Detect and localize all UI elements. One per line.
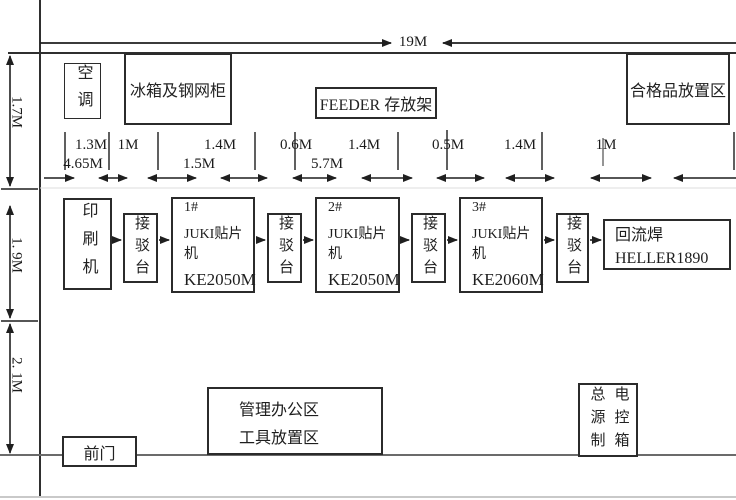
conveyor-label: 接驳台 <box>133 215 149 281</box>
qualified-products-area-label: 合格品放置区 <box>629 83 726 100</box>
spacing-label: 4.65M <box>63 156 103 172</box>
printer-box: 印刷机 <box>63 198 112 290</box>
feeder-rack-box: FEEDER 存放架 <box>315 87 437 119</box>
main-power-control-box: 总源制 电控箱 <box>578 383 638 457</box>
left-dimension-column <box>1 55 38 454</box>
office-tools-area-box: 管理办公区 工具放置区 <box>207 387 383 455</box>
spacing-label: 0.6M <box>279 137 313 153</box>
conveyor-box-3: 接驳台 <box>411 213 446 283</box>
left-height-label-3: 2. 1M <box>8 357 25 393</box>
front-door-box: 前门 <box>62 436 137 467</box>
spacing-ticks <box>64 130 735 170</box>
management-office-label: 管理办公区 <box>238 402 319 419</box>
fridge-stencil-cabinet-box: 冰箱及钢网柜 <box>124 53 232 125</box>
spacing-label: 1.4M <box>203 137 237 153</box>
conveyor-box-4: 接驳台 <box>556 213 589 283</box>
qualified-products-area-box: 合格品放置区 <box>626 53 730 125</box>
spacing-label: 1M <box>595 137 617 153</box>
placement-machine-1-box: 1# JUKI贴片机 KE2050M <box>171 197 256 293</box>
left-height-label-1: 1.7M <box>8 95 25 129</box>
spacing-label: 5.7M <box>310 156 344 172</box>
conveyor-label: 接驳台 <box>421 215 437 281</box>
conveyor-label: 接驳台 <box>277 215 293 281</box>
left-height-label-2: 1. 9M <box>8 237 25 273</box>
main-power-label-col-right: 电控箱 <box>612 385 629 455</box>
machine-number: 2# <box>328 200 342 215</box>
machine-model: KE2050M <box>184 270 256 289</box>
fridge-stencil-cabinet-label: 冰箱及钢网柜 <box>129 83 226 100</box>
main-power-label-col-left: 总源制 <box>588 385 605 455</box>
air-conditioner-label: 空调 <box>74 64 92 118</box>
machine-number: 1# <box>184 200 198 215</box>
spacing-label: 1.4M <box>347 137 381 153</box>
conveyor-box-2: 接驳台 <box>267 213 302 283</box>
machine-model: KE2050M <box>328 270 400 289</box>
conveyor-box-1: 接驳台 <box>123 213 158 283</box>
spacing-label: 0.5M <box>431 137 465 153</box>
conveyor-label: 接驳台 <box>565 215 581 281</box>
placement-machine-3-box: 3# JUKI贴片机 KE2060M <box>459 197 544 293</box>
machine-name: JUKI贴片机 <box>184 227 243 262</box>
placement-machine-2-box: 2# JUKI贴片机 KE2050M <box>315 197 400 293</box>
printer-label: 印刷机 <box>79 202 97 286</box>
machine-number: 3# <box>472 200 486 215</box>
machine-name: JUKI贴片机 <box>328 227 387 262</box>
air-conditioner-box: 空调 <box>64 63 101 119</box>
tool-storage-label: 工具放置区 <box>238 430 319 447</box>
reflow-oven-model: HELLER1890 <box>615 250 709 267</box>
total-width-label: 19M <box>398 34 428 50</box>
reflow-oven-box: 回流焊 HELLER1890 <box>603 219 731 270</box>
spacing-label: 1.3M <box>74 137 108 153</box>
spacing-label: 1.4M <box>503 137 537 153</box>
machine-model: KE2060M <box>472 270 544 289</box>
front-door-label: 前门 <box>83 445 116 463</box>
spacing-label: 1.5M <box>182 156 216 172</box>
reflow-oven-name: 回流焊 <box>615 227 664 244</box>
feeder-rack-label: FEEDER 存放架 <box>319 97 433 114</box>
spacing-label: 1M <box>117 137 139 153</box>
machine-name: JUKI贴片机 <box>472 227 531 262</box>
